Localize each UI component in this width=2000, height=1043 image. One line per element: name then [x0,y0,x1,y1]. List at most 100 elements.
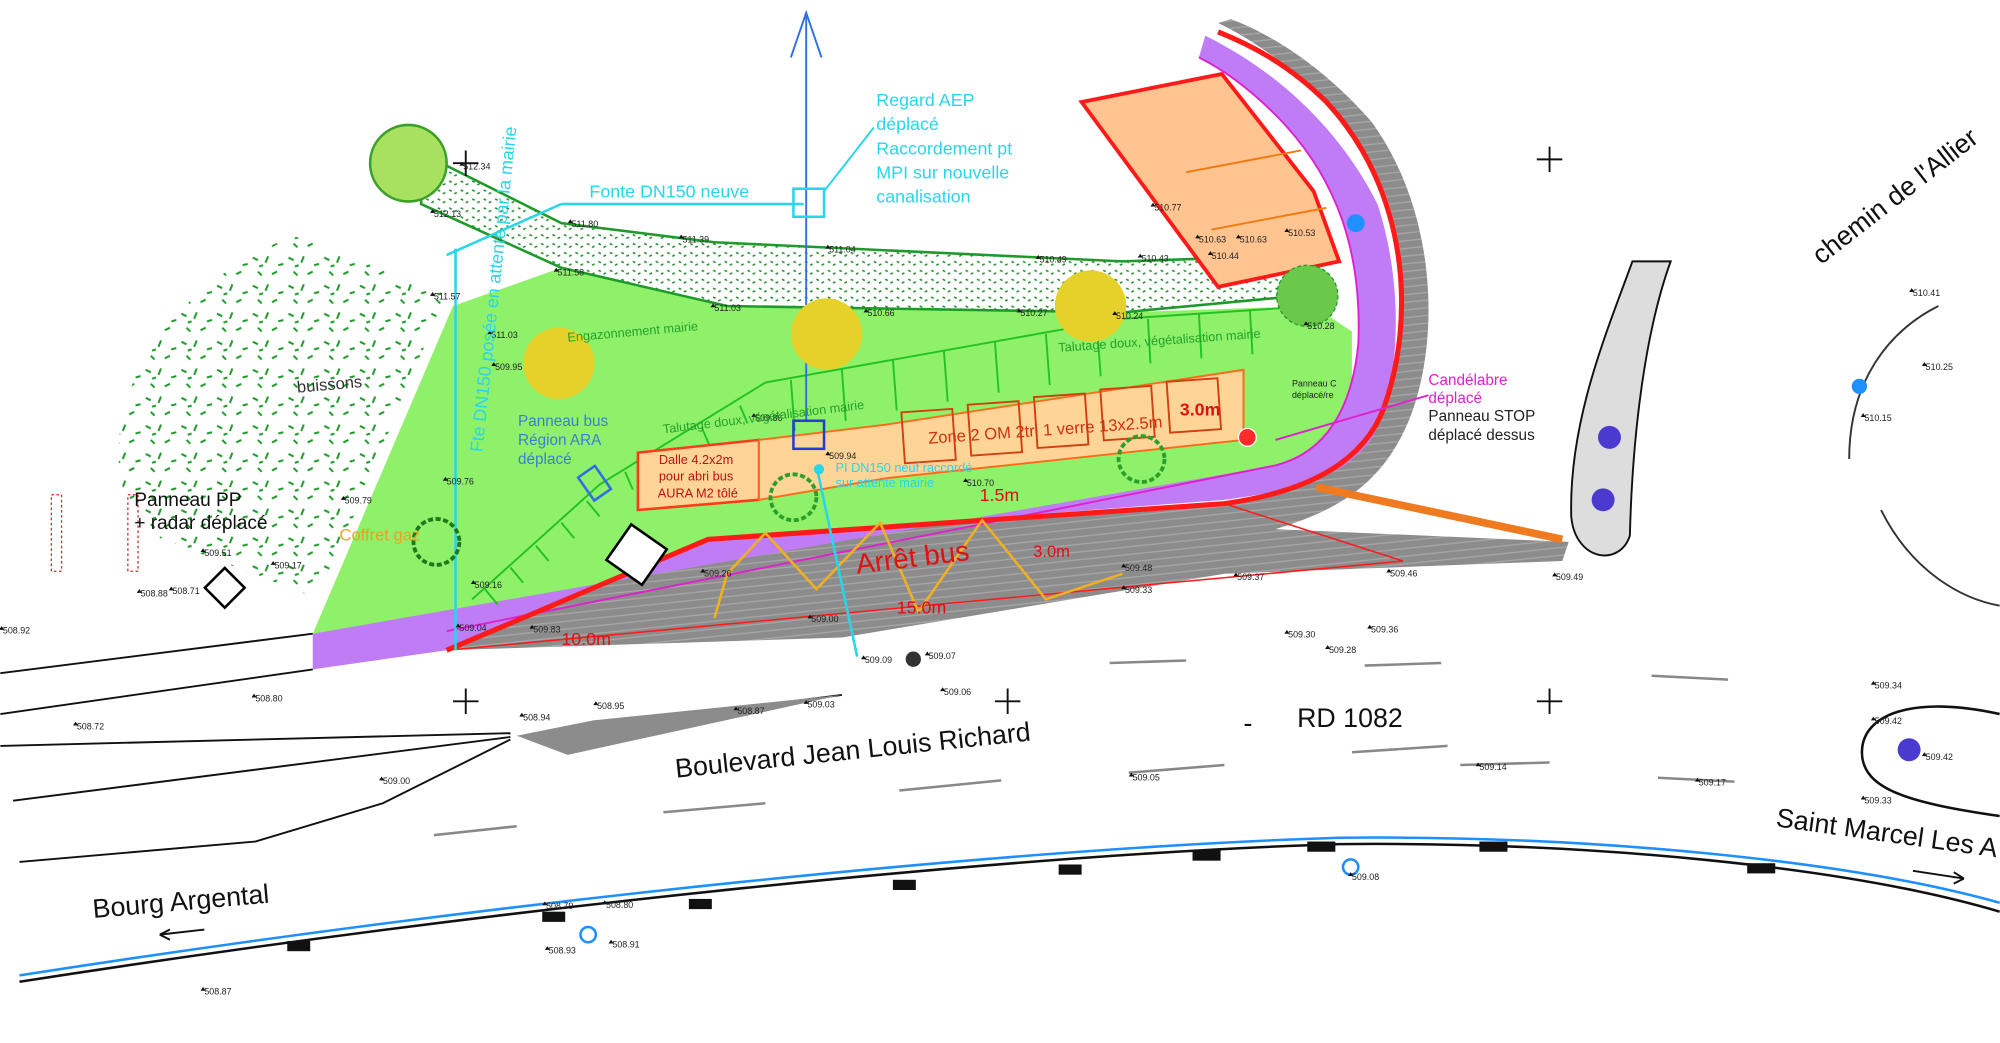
rd-dash: - [1244,708,1253,738]
elevation-label: 511.80 [572,219,599,229]
survey-point-icon [1284,629,1290,634]
candelabre-line: Candélabre [1428,372,1507,389]
survey-point-icon [1921,362,1927,366]
barrier-icon [50,494,63,572]
manhole-icon [905,651,921,667]
panneau-pp-label: Panneau PP + radar déplacé [134,490,267,534]
elevation-label: 511.58 [558,267,585,277]
survey-point-icon [1870,716,1876,721]
bay-length-label: 15.0m [897,597,947,617]
elevation-label: 510.27 [1020,308,1047,318]
parking-divider [1211,206,1327,231]
elevation-label: 510.70 [967,478,994,488]
elevation-label: 509.28 [1329,645,1356,655]
elevation-label: 508.79 [546,901,573,911]
pi-label: PI DN150 neuf raccordé sur attente mairi… [836,460,976,490]
manhole-icon [579,925,598,944]
survey-point-icon [1121,563,1127,568]
survey-point-icon [1860,413,1866,417]
elevation-label: 511.04 [829,244,856,254]
elevation-label: 509.95 [495,362,522,372]
hydrant-icon [813,464,825,475]
panneau-bus-line: Région ARA [518,432,602,449]
survey-point-icon [751,413,757,417]
survey-point-icon [0,626,5,630]
survey-point-icon [940,687,946,692]
regard-aep-line: MPI sur nouvelle [876,163,1009,183]
elevation-label: 509.34 [1875,681,1902,691]
elevation-label: 509.05 [1133,772,1160,782]
curb-blocks [287,841,1776,952]
survey-point-icon [200,548,206,553]
regard-aep-label: Regard AEP déplacé Raccordement pt MPI s… [876,90,1017,207]
coffret-label: Coffret gaz [340,526,421,545]
survey-point-icon [200,986,206,991]
regard-aep-line: déplacé [876,114,939,134]
survey-point-icon [168,586,174,591]
traffic-island-east [1860,705,2000,818]
survey-point-icon [1303,321,1309,326]
elevation-label: 508.71 [172,586,199,596]
survey-point-icon [1195,234,1201,239]
arrow-saint-marcel-icon [1912,869,1965,885]
elevation-label: 509.42 [1875,716,1902,726]
panneau-bus-line: déplacé [518,451,572,468]
south-curb [19,842,2000,984]
dalle-line: pour abri bus [659,469,733,484]
survey-point-icon [442,476,448,481]
survey-point-icon [1367,624,1373,629]
elevation-label: 509.33 [1125,585,1152,595]
elevation-label: 509.14 [1479,762,1506,772]
elevation-label: 509.83 [533,624,560,634]
elevation-label: 508.72 [77,721,104,731]
survey-point-icon [825,244,831,249]
elevation-label: 508.88 [141,589,168,599]
panneau-stop-line: déplacé dessus [1428,427,1535,444]
panneau-c-line: Panneau C [1292,378,1337,388]
survey-point-icon [1150,202,1156,207]
rd-label: RD 1082 [1297,703,1403,733]
elevation-label: 509.17 [1699,777,1726,787]
direction-sign-icon [1591,488,1615,512]
survey-point-icon [1207,251,1213,256]
survey-point-icon [1128,772,1134,777]
elevation-label: 510.49 [1040,255,1067,265]
regard-aep-line: Regard AEP [876,90,974,110]
survey-point-icon [430,209,436,213]
elevation-label: 510.25 [1926,362,1953,372]
survey-point-icon [270,561,276,565]
radar-sign-icon [203,566,247,610]
elevation-label: 509.26 [704,568,731,578]
road-edge [1848,305,1939,460]
elevation-labels: 512.34512.13511.80511.39511.04510.49511.… [0,162,1953,997]
elevation-label: 510.43 [1142,253,1169,263]
leader-line [823,126,875,192]
bourg-argental-label: Bourg Argental [91,879,270,924]
elevation-label: 510.66 [867,308,894,318]
survey-point-icon [1552,572,1558,577]
regard-aep-line: canalisation [876,187,970,207]
leader-line [1275,394,1429,441]
sidewalk-edge [446,56,1360,633]
survey-point-icon [1112,311,1118,315]
elevation-label: 510.63 [1240,234,1267,244]
survey-point-icon [924,651,930,656]
sidewalk-band [312,35,1396,670]
elevation-label: 510.15 [1864,413,1891,423]
survey-point-icon [1035,255,1041,259]
container-bays [900,377,1223,465]
survey-point-icon [963,478,969,482]
survey-point-icon [1870,680,1876,685]
elevation-label: 509.86 [755,413,782,423]
elevation-label: 512.13 [434,209,461,219]
survey-point-icon [1137,253,1143,258]
survey-point-icon [863,308,869,313]
parking-zone [1078,71,1342,290]
dalle-label: Dalle 4.2x2m pour abri bus AURA M2 tôlé [658,452,738,500]
road-edge [1880,509,2000,607]
survey-point-icon [251,693,257,698]
survey-point-icon [700,568,706,573]
elevation-label: 509.42 [1926,752,1953,762]
valve-box-icon [792,419,826,451]
survey-point-icon [1233,572,1239,577]
